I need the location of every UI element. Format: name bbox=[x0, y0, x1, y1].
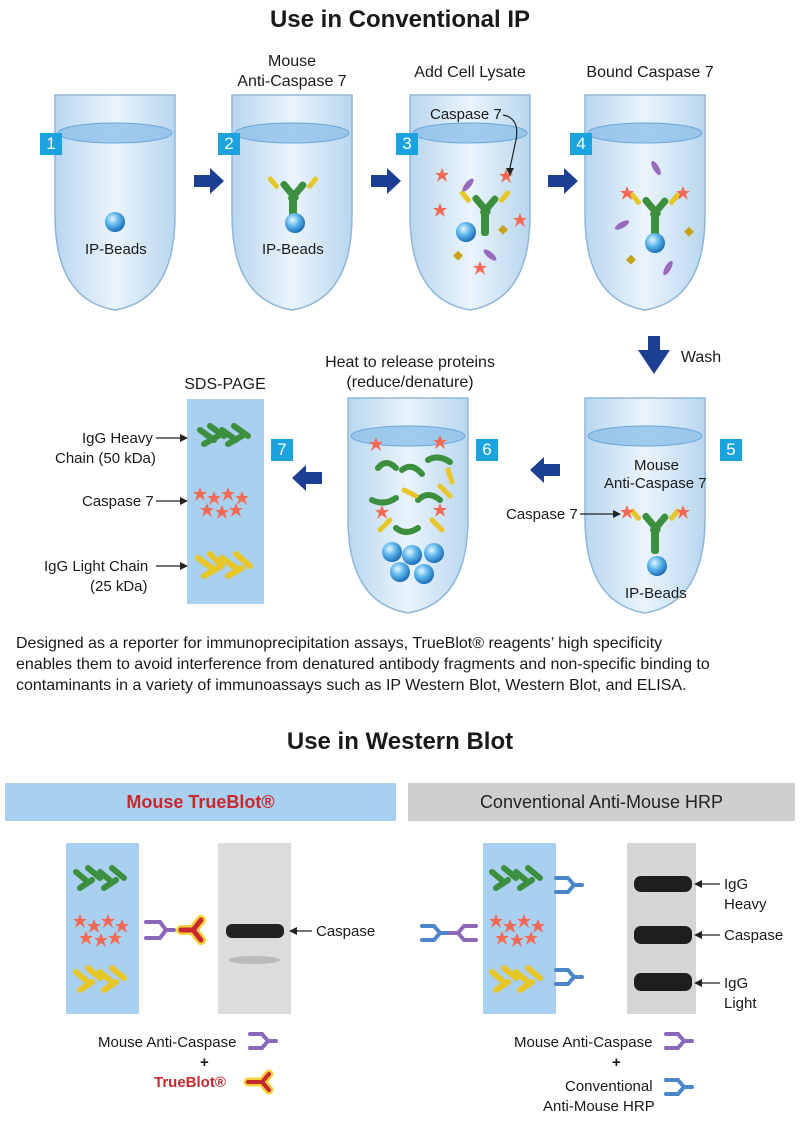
step2-label-line1: Mouse bbox=[267, 53, 317, 70]
trueblot-legend-line2: TrueBlot® bbox=[154, 1074, 226, 1091]
trueblot-legend-plus: + bbox=[200, 1054, 209, 1071]
tube1-beads-label: IP-Beads bbox=[85, 241, 147, 258]
gel-caspase-label: Caspase 7 bbox=[82, 493, 154, 510]
tube5-caspase-label: Caspase 7 bbox=[506, 506, 578, 523]
tube3-caspase-label: Caspase 7 bbox=[430, 106, 502, 123]
step-2-badge: 2 bbox=[218, 133, 240, 155]
step-5-badge: 5 bbox=[720, 439, 742, 461]
gel-igg-light-line2: (25 kDa) bbox=[90, 578, 148, 595]
trueblot-caspase-band-label: Caspase bbox=[316, 923, 376, 940]
tube5-anticaspase-label: Anti-Caspase 7 bbox=[604, 475, 707, 492]
gel-igg-light-line1: IgG Light Chain bbox=[44, 558, 149, 575]
gel-igg-heavy-line2: Chain (50 kDa) bbox=[55, 450, 156, 467]
trueblot-panel-header: Mouse TrueBlot® bbox=[5, 783, 396, 821]
page-title: Use in Conventional IP bbox=[269, 6, 531, 33]
step-7-badge: 7 bbox=[271, 439, 293, 461]
trueblot-legend-line1: Mouse Anti-Caspase bbox=[98, 1034, 237, 1051]
step-4-badge: 4 bbox=[570, 133, 592, 155]
conventional-panel-header: Conventional Anti-Mouse HRP bbox=[408, 783, 795, 821]
tube5-mouse-label: Mouse bbox=[634, 457, 680, 474]
step7-label: SDS-PAGE bbox=[184, 376, 266, 393]
step-3-badge: 3 bbox=[396, 133, 418, 155]
step3-label: Add Cell Lysate bbox=[414, 64, 526, 81]
step-6-badge: 6 bbox=[476, 439, 498, 461]
gel-igg-heavy-line1: IgG Heavy bbox=[82, 430, 153, 447]
conv-band3-line2: Light bbox=[724, 995, 757, 1012]
step4-label: Bound Caspase 7 bbox=[586, 64, 714, 81]
western-blot-title: Use in Western Blot bbox=[286, 728, 514, 755]
tube2-beads-label: IP-Beads bbox=[262, 241, 324, 258]
conv-band1-line2: Heavy bbox=[724, 896, 767, 913]
step2-label-line2: Anti-Caspase 7 bbox=[237, 73, 347, 90]
step-1-badge: 1 bbox=[40, 133, 62, 155]
step6-label-line1: Heat to release proteins bbox=[325, 354, 495, 371]
conv-band2-label: Caspase bbox=[724, 927, 784, 944]
description-paragraph: Designed as a reporter for immunoprecipi… bbox=[16, 635, 710, 694]
conv-band3-line1: IgG bbox=[724, 975, 749, 992]
conv-legend-plus: + bbox=[612, 1054, 621, 1071]
conv-legend-line3: Anti-Mouse HRP bbox=[543, 1098, 655, 1115]
conv-legend-line2: Conventional bbox=[565, 1078, 653, 1095]
conv-legend-line1: Mouse Anti-Caspase bbox=[514, 1034, 653, 1051]
conv-band1-line1: IgG bbox=[724, 876, 749, 893]
step6-label-line2: (reduce/denature) bbox=[346, 374, 474, 391]
wash-label: Wash bbox=[680, 349, 722, 366]
tube5-beads-label: IP-Beads bbox=[625, 585, 687, 602]
